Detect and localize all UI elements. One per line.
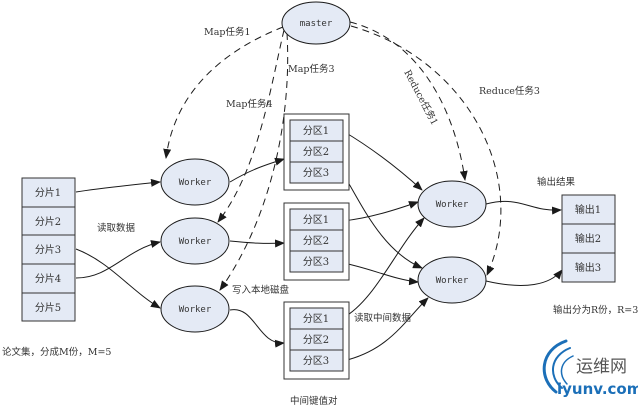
- reduce-worker-1-label: Worker: [436, 200, 469, 210]
- partition-2-3: 分区3: [303, 256, 329, 268]
- watermark-en: iyunv.com: [557, 380, 638, 398]
- output-files: 输出1 输出2 输出3: [561, 194, 616, 283]
- partition-group-2: 分区1 分区2 分区3: [283, 202, 350, 281]
- read-intermediate-label: 读取中间数据: [354, 312, 412, 324]
- output-3: 输出3: [575, 261, 601, 274]
- partition-group-1: 分区1 分区2 分区3: [283, 113, 350, 191]
- map-task-4-label: Map任务4: [226, 98, 273, 110]
- flow-shard3-worker3: [75, 248, 161, 309]
- shard-3: 分片3: [35, 243, 61, 256]
- map-task-1-label: Map任务1: [204, 26, 251, 38]
- master-node: master: [281, 1, 351, 45]
- output-2: 输出2: [575, 232, 601, 245]
- reduce-task-1-line: [349, 21, 468, 181]
- map-worker-2-label: Worker: [179, 237, 212, 247]
- map-worker-1-label: Worker: [179, 178, 212, 188]
- map-task-4-line: [217, 29, 285, 223]
- flow-worker2-partitions2: [229, 239, 285, 248]
- watermark-cn: 运维网: [576, 357, 627, 377]
- flow-p2c-reduce2: [342, 262, 419, 286]
- reduce-task-3-line: [350, 25, 502, 276]
- watermark-swoosh-icon: [542, 339, 574, 394]
- flow-worker1-partitions1: [229, 157, 285, 183]
- master-label: master: [300, 19, 333, 29]
- partition-1-1: 分区1: [303, 125, 329, 137]
- map-worker-3-label: Worker: [179, 305, 212, 315]
- output-title: 输出结果: [537, 176, 576, 188]
- read-data-label: 读取数据: [97, 222, 136, 234]
- shard-1: 分片1: [35, 186, 61, 199]
- partition-1-3: 分区3: [303, 167, 329, 179]
- flow-p3c-reduce2: [342, 297, 429, 362]
- reduce-worker-2: Worker: [417, 256, 487, 304]
- partition-3-3: 分区3: [303, 355, 329, 367]
- flow-p1a-reduce1: [342, 130, 423, 191]
- reduce-task-1-label: Reduce任务1: [401, 68, 440, 127]
- write-local-disk-label: 写入本地磁盘: [232, 284, 290, 296]
- input-shards: 分片1 分片2 分片3 分片4 分片5: [21, 177, 76, 322]
- shard-4: 分片4: [35, 272, 61, 285]
- flow-reduce1-output1: [485, 200, 562, 215]
- intermediate-caption: 中间键值对: [290, 395, 338, 407]
- reduce-worker-2-label: Worker: [436, 276, 469, 286]
- partition-3-2: 分区2: [303, 334, 329, 346]
- map-task-3-label: Map任务3: [288, 63, 335, 75]
- flow-p3a-reduce1: [342, 217, 425, 319]
- shard-5: 分片5: [35, 301, 61, 314]
- reduce-task-3-label: Reduce任务3: [479, 85, 540, 97]
- flow-p2a-reduce1: [342, 201, 419, 222]
- partition-group-3: 分区1 分区2 分区3: [283, 301, 350, 380]
- partition-3-1: 分区1: [303, 313, 329, 325]
- shard-2: 分片2: [35, 215, 61, 228]
- output-caption: 输出分为R份，R=3: [553, 304, 638, 316]
- reduce-worker-1: Worker: [417, 180, 487, 228]
- map-task-3-line: [219, 32, 289, 291]
- flow-shard4-worker2: [75, 240, 161, 279]
- flow-shard1-worker1: [75, 178, 161, 193]
- watermark: 运维网 iyunv.com: [542, 339, 638, 398]
- map-worker-3: Worker: [160, 285, 230, 333]
- map-worker-2: Worker: [160, 217, 230, 265]
- partition-2-1: 分区1: [303, 214, 329, 226]
- flow-worker3-partitions3: [229, 309, 285, 348]
- map-task-1-line: [163, 26, 284, 159]
- partition-1-2: 分区2: [303, 146, 329, 158]
- output-1: 输出1: [575, 203, 601, 216]
- map-worker-1: Worker: [160, 158, 230, 206]
- flow-p1c-reduce2: [342, 173, 423, 269]
- input-caption: 论文集，分成M份，M=5: [2, 346, 111, 358]
- flow-reduce2-output3: [485, 269, 563, 286]
- partition-2-2: 分区2: [303, 235, 329, 247]
